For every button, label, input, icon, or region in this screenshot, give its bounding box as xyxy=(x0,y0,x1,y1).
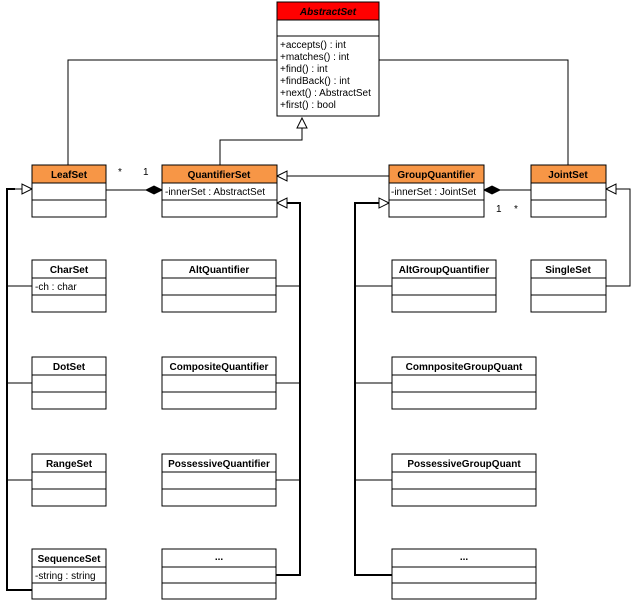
multiplicity-quantifierset: 1 xyxy=(143,167,149,178)
generalization-arrow-groupquantifier xyxy=(275,170,288,182)
class-rangeset[interactable]: RangeSet xyxy=(31,453,107,507)
sequenceset-attribute: -string : string xyxy=(35,571,96,582)
compositegroupquant-name: ComnpositeGroupQuant xyxy=(406,362,523,373)
leafset-name: LeafSet xyxy=(51,170,88,181)
class-compositegroupquant[interactable]: ComnpositeGroupQuant xyxy=(391,356,537,410)
charset-attribute: -ch : char xyxy=(35,282,77,293)
jointset-methods xyxy=(530,199,607,218)
abstractset-name: AbstractSet xyxy=(299,7,357,18)
class-groupquantifier[interactable]: GroupQuantifier -innerSet : JointSet xyxy=(388,164,485,218)
class-altquantifier[interactable]: AltQuantifier xyxy=(161,259,277,313)
quantifierset-name: QuantifierSet xyxy=(188,170,251,181)
class-sequenceset[interactable]: SequenceSet -string : string xyxy=(31,548,107,600)
group-more-name: ... xyxy=(460,552,469,563)
generalization-arrow-leafset-subclasses xyxy=(21,183,34,195)
singleset-to-jointset-line xyxy=(606,188,631,287)
altquantifier-name: AltQuantifier xyxy=(189,265,250,276)
altgroupquantifier-methods xyxy=(391,294,497,313)
singleset-attributes xyxy=(530,277,607,296)
altgroupquantifier-attributes xyxy=(391,277,497,296)
multiplicity-leafset: * xyxy=(118,167,122,178)
class-singleset[interactable]: SingleSet xyxy=(530,259,607,313)
singleset-methods xyxy=(530,294,607,313)
groupquantifier-attribute: -innerSet : JointSet xyxy=(391,187,476,198)
multiplicity-groupquantifier: 1 xyxy=(496,204,502,215)
compositequantifier-name: CompositeQuantifier xyxy=(170,362,269,373)
abstractset-methods xyxy=(276,35,380,117)
connectors xyxy=(6,54,631,591)
altquantifier-attributes xyxy=(161,277,277,296)
group-more-methods xyxy=(391,582,537,600)
charset-name: CharSet xyxy=(50,265,89,276)
sequenceset-methods xyxy=(31,582,107,600)
class-altgroupquantifier[interactable]: AltGroupQuantifier xyxy=(391,259,497,313)
groupquantifier-name: GroupQuantifier xyxy=(397,170,474,181)
dotset-attributes xyxy=(31,374,107,393)
dotset-name: DotSet xyxy=(53,362,86,373)
singleset-name: SingleSet xyxy=(545,265,591,276)
possessivegroupquant-methods xyxy=(391,488,537,507)
abstractset-attributes xyxy=(276,19,380,37)
abstractset-method: +find() : int xyxy=(280,64,328,75)
leafset-subclass-bus xyxy=(6,188,32,591)
class-group-more[interactable]: ... xyxy=(391,548,537,600)
altgroupquantifier-name: AltGroupQuantifier xyxy=(399,265,490,276)
quantifierset-methods xyxy=(161,199,278,218)
abstractset-method: +next() : AbstractSet xyxy=(280,88,371,99)
rangeset-attributes xyxy=(31,471,107,490)
generalization-arrow-quantifierset-subclasses xyxy=(275,197,288,209)
class-possessivegroupquant[interactable]: PossessiveGroupQuant xyxy=(391,453,537,507)
class-jointset[interactable]: JointSet xyxy=(530,164,607,218)
altquantifier-methods xyxy=(161,294,277,313)
class-possessivequantifier[interactable]: PossessiveQuantifier xyxy=(161,453,277,507)
generalization-arrow-groupquantifier-subclasses xyxy=(378,197,391,209)
possessivegroupquant-attributes xyxy=(391,471,537,490)
class-abstractset[interactable]: AbstractSet +accepts() : int +matches() … xyxy=(276,1,380,117)
class-leafset[interactable]: LeafSet xyxy=(31,164,107,218)
possessivequantifier-attributes xyxy=(161,471,277,490)
class-quantifier-more[interactable]: ... xyxy=(161,548,277,600)
compositequantifier-methods xyxy=(161,391,277,410)
multiplicity-jointset: * xyxy=(514,204,518,215)
class-dotset[interactable]: DotSet xyxy=(31,356,107,410)
charset-methods xyxy=(31,294,107,313)
class-charset[interactable]: CharSet -ch : char xyxy=(31,259,107,313)
quantifier-more-attributes xyxy=(161,566,277,584)
class-quantifierset[interactable]: QuantifierSet -innerSet : AbstractSet xyxy=(161,164,278,218)
abstractset-method: +first() : bool xyxy=(280,100,336,111)
dotset-methods xyxy=(31,391,107,410)
abstractset-method: +matches() : int xyxy=(280,52,349,63)
possessivequantifier-name: PossessiveQuantifier xyxy=(168,459,270,470)
sequenceset-name: SequenceSet xyxy=(38,554,101,565)
abstractset-method: +accepts() : int xyxy=(280,40,346,51)
jointset-to-abstractset-line xyxy=(379,59,569,165)
compositequantifier-attributes xyxy=(161,374,277,393)
possessivegroupquant-name: PossessiveGroupQuant xyxy=(407,459,521,470)
rangeset-methods xyxy=(31,488,107,507)
jointset-attributes xyxy=(530,182,607,201)
compositegroupquant-attributes xyxy=(391,374,537,393)
jointset-name: JointSet xyxy=(548,170,588,181)
groupquantifier-methods xyxy=(388,199,485,218)
leafset-to-abstractset-line xyxy=(67,59,277,165)
quantifier-more-methods xyxy=(161,582,277,600)
composition-diamond-quantifierset xyxy=(144,185,164,195)
groupquantifier-subclass-bus xyxy=(354,202,392,576)
possessivequantifier-methods xyxy=(161,488,277,507)
leafset-attributes xyxy=(31,182,107,201)
group-more-attributes xyxy=(391,566,537,584)
rangeset-name: RangeSet xyxy=(46,459,93,470)
leafset-methods xyxy=(31,199,107,218)
compositegroupquant-methods xyxy=(391,391,537,410)
abstractset-method: +findBack() : int xyxy=(280,76,350,87)
quantifier-more-name: ... xyxy=(215,552,224,563)
generalization-arrow-quantifierset xyxy=(296,116,308,129)
quantifierset-attribute: -innerSet : AbstractSet xyxy=(165,187,265,198)
generalization-arrow-singleset xyxy=(604,183,617,195)
quantifierset-subclass-bus xyxy=(276,202,301,576)
class-compositequantifier[interactable]: CompositeQuantifier xyxy=(161,356,277,410)
quantifierset-to-abstractset-line xyxy=(219,118,303,165)
composition-diamond-groupquantifier xyxy=(482,185,502,195)
